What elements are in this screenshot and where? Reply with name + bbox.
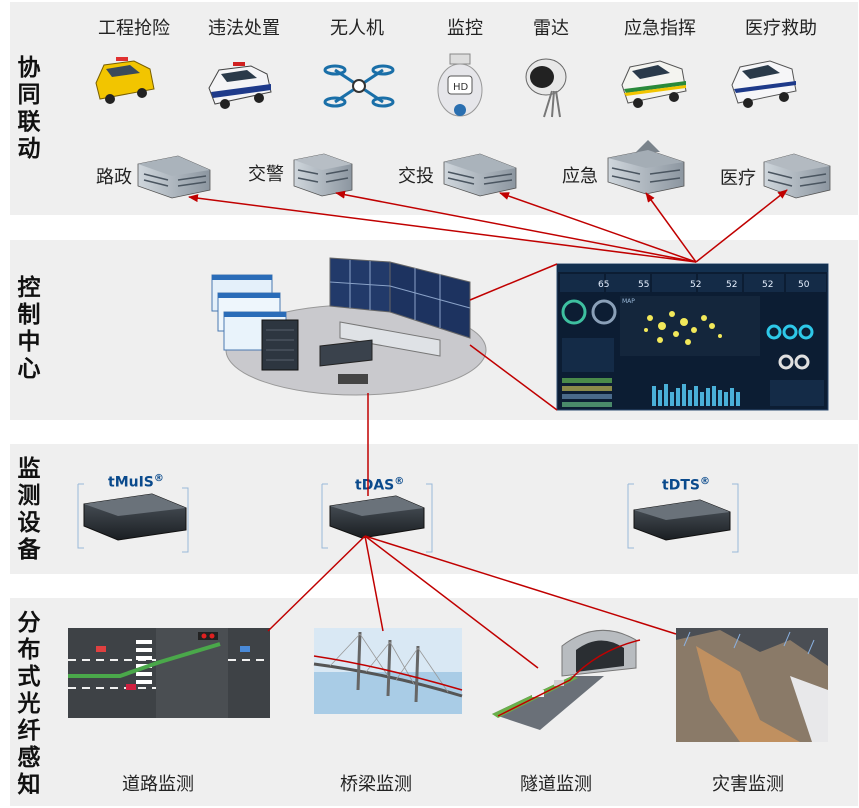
device-label-tdts: tDTS® [662, 476, 710, 494]
vehicle-label-emergency-command: 应急指挥 [624, 18, 696, 39]
department-label-traffic-police: 交警 [248, 164, 284, 185]
scenario-label-disaster: 灾害监测 [712, 774, 784, 795]
section-label-control: 控制中心 [17, 275, 41, 382]
department-label-road-admin: 路政 [96, 167, 132, 188]
scenario-label-bridge: 桥梁监测 [340, 774, 412, 795]
department-label-emergency: 应急 [562, 166, 598, 187]
department-label-medical: 医疗 [720, 168, 756, 189]
section-label-devices: 监测设备 [17, 456, 41, 563]
vehicle-label-radar: 雷达 [533, 18, 569, 39]
section-label-sensing: 分布式光纤感知 [17, 610, 41, 798]
vehicle-label-engineering: 工程抢险 [98, 18, 170, 39]
scenario-label-tunnel: 隧道监测 [520, 774, 592, 795]
vehicle-label-medical-rescue: 医疗救助 [745, 18, 817, 39]
device-label-tdas: tDAS® [355, 476, 405, 494]
device-label-tmuis: tMuIS® [108, 473, 164, 491]
vehicle-label-surveillance: 监控 [447, 18, 483, 39]
vehicle-label-drone: 无人机 [330, 18, 384, 39]
department-label-traffic-investment: 交投 [398, 166, 434, 187]
devices-band [10, 444, 858, 574]
scenario-label-road: 道路监测 [122, 774, 194, 795]
section-label-linkage: 协同联动 [17, 55, 41, 162]
vehicle-label-enforcement: 违法处置 [208, 18, 280, 39]
control-band [10, 240, 858, 420]
